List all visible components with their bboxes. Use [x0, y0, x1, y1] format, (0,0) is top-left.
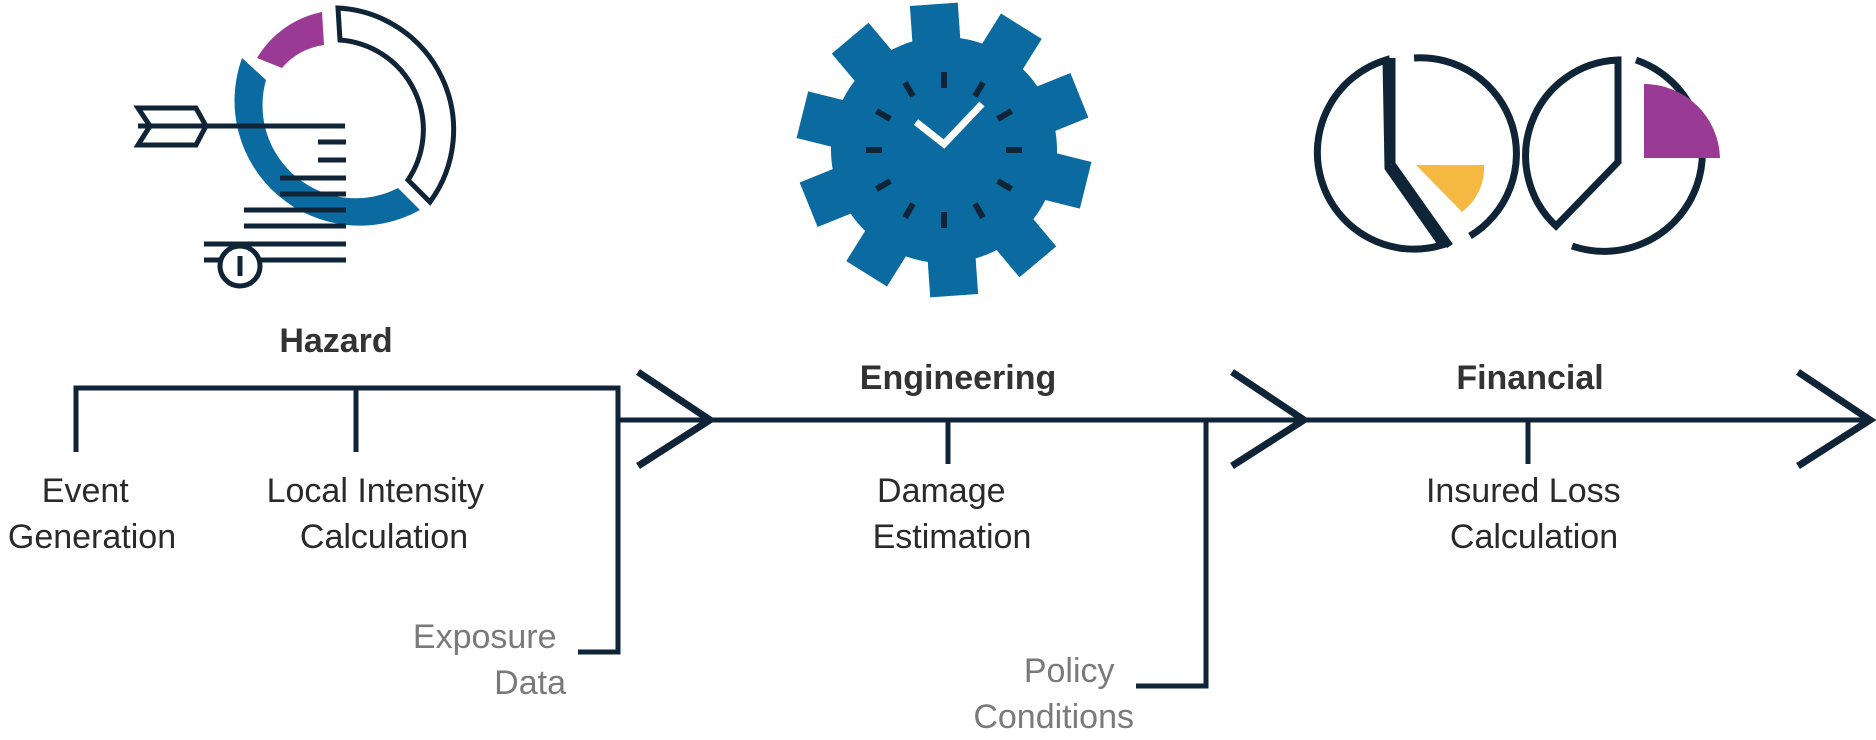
arrow-to-financial	[1230, 369, 1311, 469]
clock-tick	[902, 202, 916, 220]
stage-title-engineering: Engineering	[860, 359, 1056, 397]
gear-clock-icon	[796, 2, 1092, 298]
hazard-target-ring-icon	[133, 5, 457, 289]
process-flow-lines	[73, 385, 1864, 689]
clock-tick	[972, 202, 986, 220]
arrow-to-engineering	[636, 369, 717, 469]
clock-tick	[874, 108, 892, 122]
step-insured-loss-calculation: Insured Loss Calculation	[1426, 472, 1630, 556]
input-policy-conditions: Policy Conditions	[973, 652, 1134, 736]
clock-tick	[902, 80, 916, 98]
stage-title-hazard: Hazard	[279, 322, 392, 360]
pie-charts-icon	[1313, 54, 1720, 255]
stage-title-financial: Financial	[1456, 359, 1603, 397]
clock-tick	[996, 108, 1014, 122]
step-event-generation: Event Generation	[8, 472, 176, 556]
clock-tick	[996, 178, 1014, 192]
clock-tick	[972, 80, 986, 98]
arrow-end	[1796, 369, 1876, 469]
clock-tick	[874, 178, 892, 192]
step-damage-estimation: Damage Estimation	[873, 472, 1032, 556]
step-local-intensity-calculation: Local Intensity Calculation	[267, 472, 494, 556]
input-exposure-data: Exposure Data	[413, 618, 566, 702]
